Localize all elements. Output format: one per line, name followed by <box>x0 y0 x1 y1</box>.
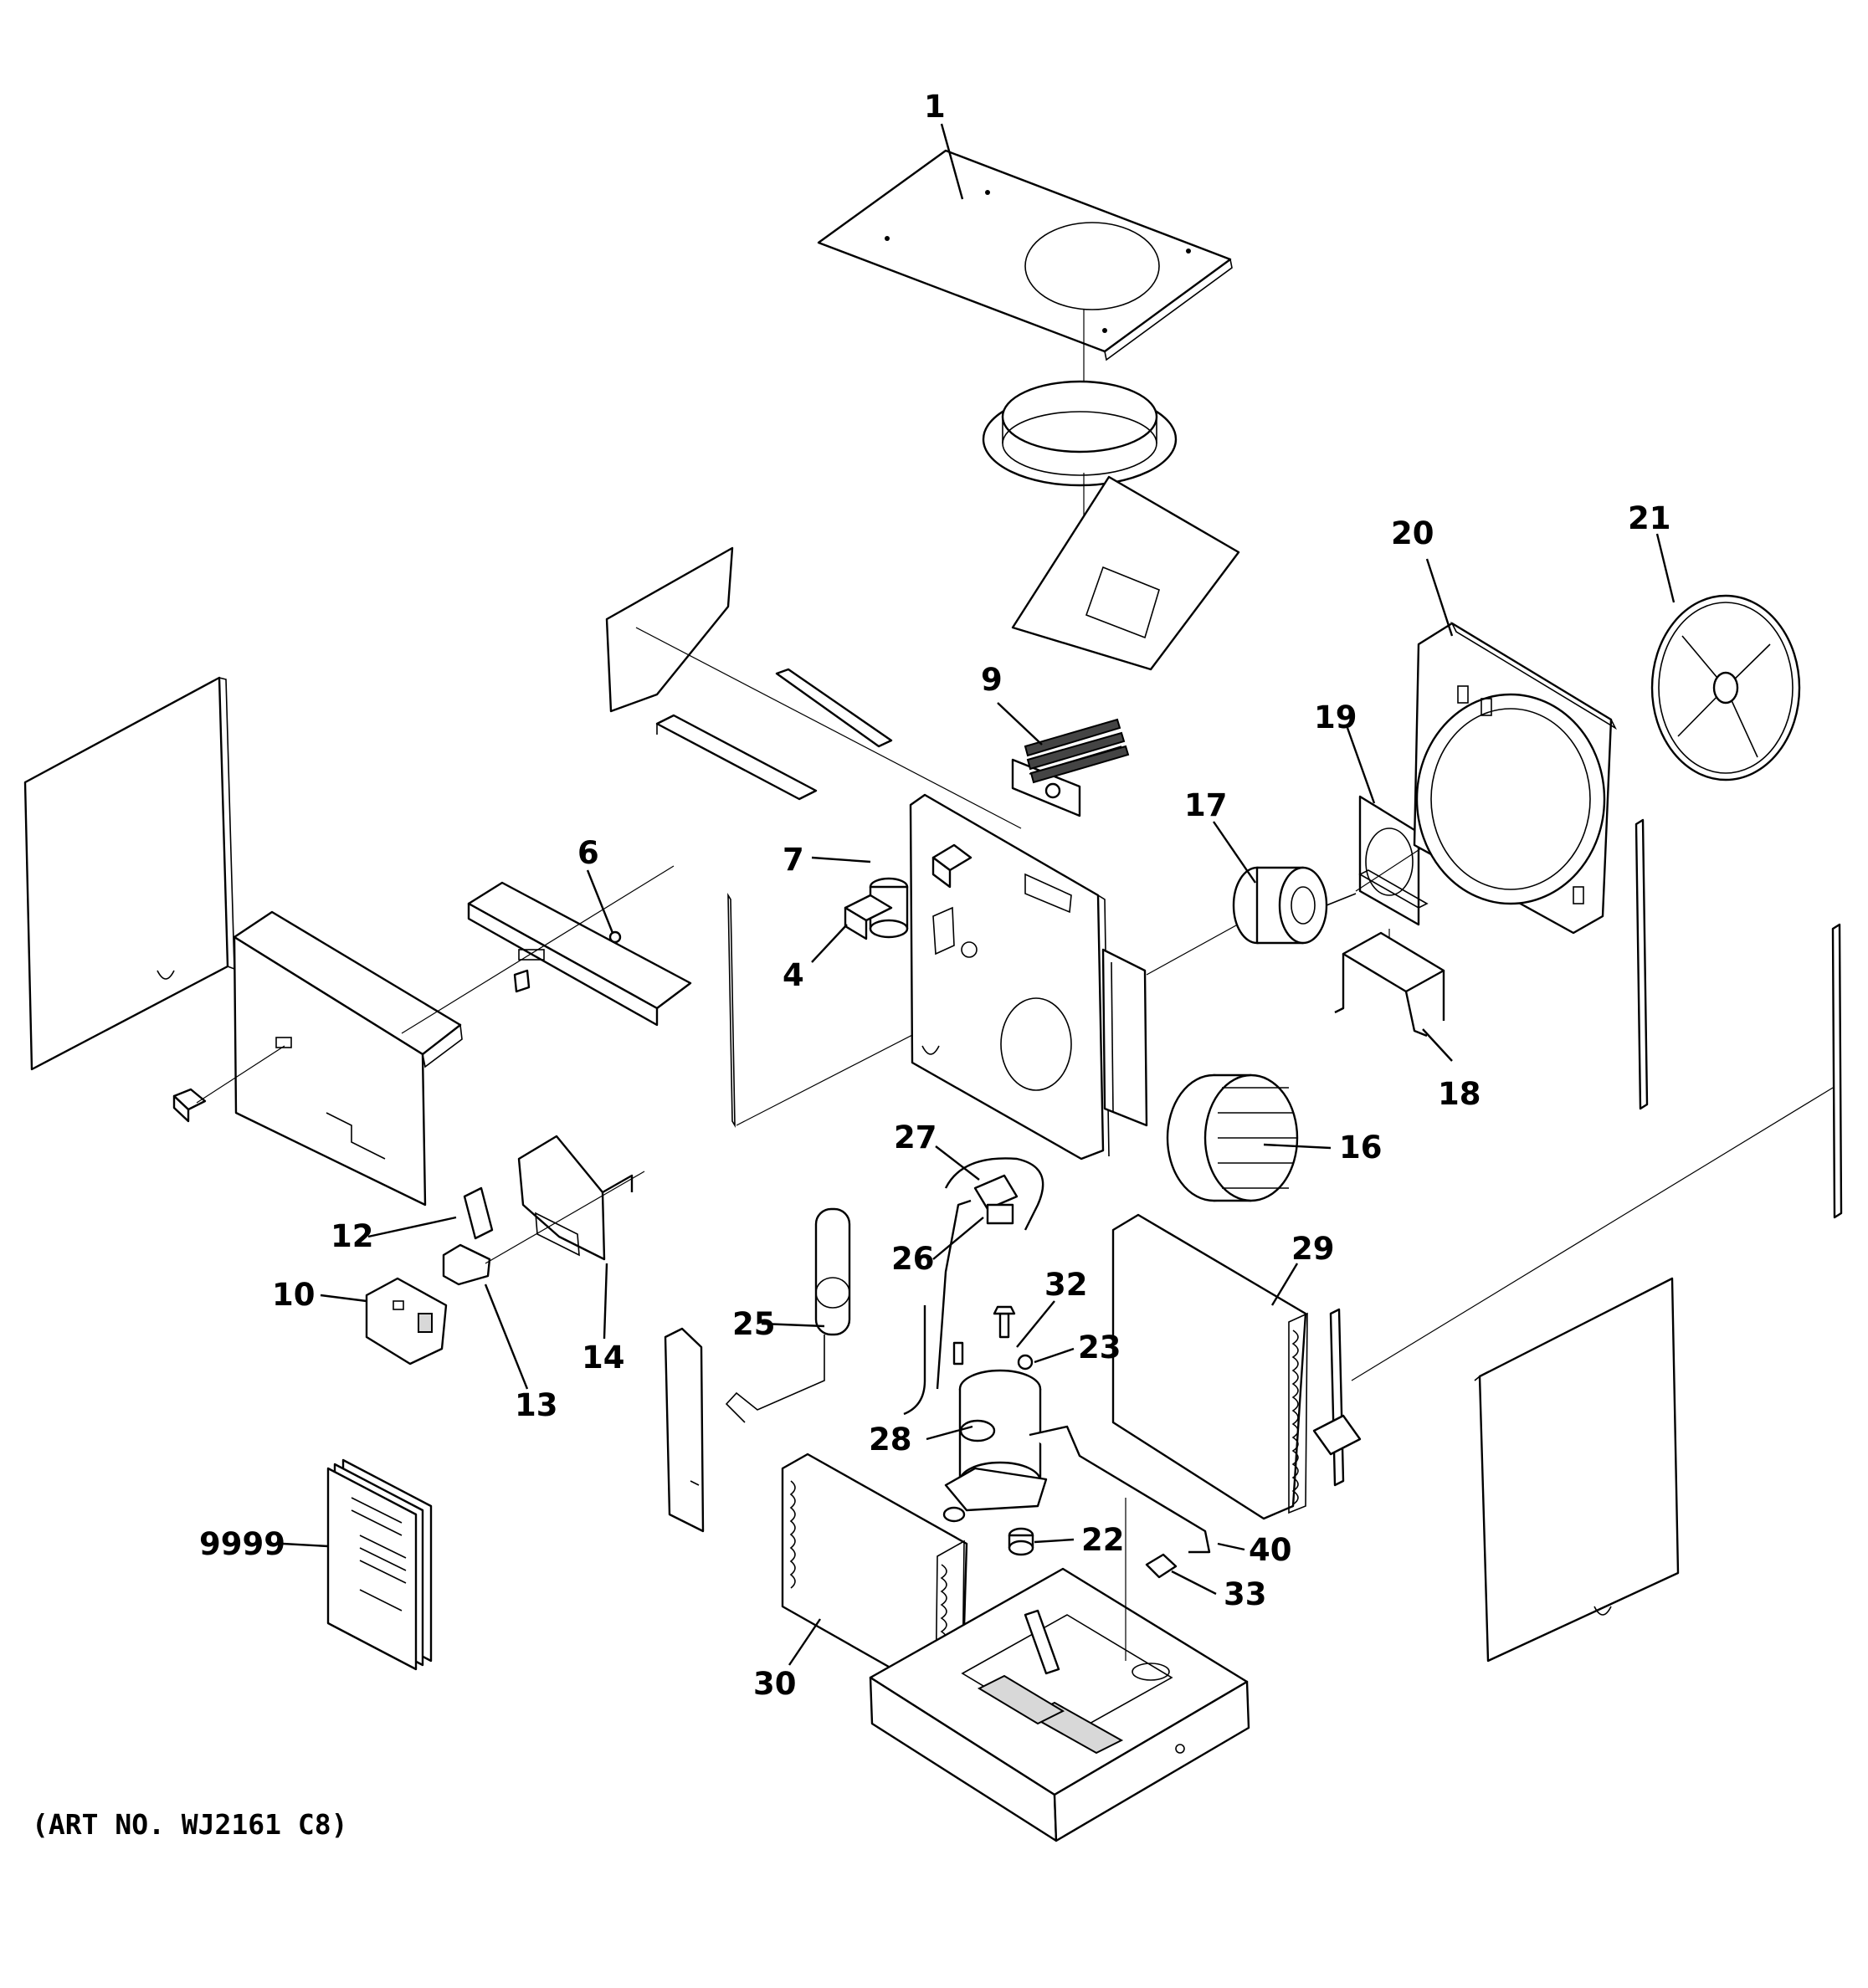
part-26-27-valve-tubing <box>903 1157 1044 1416</box>
callout-33: 33 <box>1224 1576 1267 1612</box>
callout-18: 18 <box>1438 1076 1481 1112</box>
callout-9: 9 <box>981 662 1003 698</box>
part-small-connector <box>172 1088 207 1123</box>
callout-labels: 1 9 6 7 4 17 19 20 21 18 16 27 26 29 32 … <box>199 89 1671 1702</box>
callout-6: 6 <box>577 835 599 871</box>
part-17-fan-motor <box>1232 866 1357 945</box>
part-4-switch <box>844 894 893 940</box>
part-29-evaporator-coil <box>1111 1213 1308 1520</box>
part-side-gasket-strip <box>1101 948 1148 1127</box>
part-32-screw <box>952 1305 1016 1365</box>
part-16-blower-wheel <box>1166 1073 1299 1202</box>
callout-14: 14 <box>582 1340 625 1376</box>
part-10-control-board <box>365 1277 448 1365</box>
callout-16: 16 <box>1339 1130 1383 1166</box>
part-33-sensor <box>1145 1553 1178 1579</box>
callout-10: 10 <box>272 1277 316 1313</box>
callout-20: 20 <box>1391 515 1434 551</box>
part-20-fan-shroud <box>1413 621 1617 935</box>
callout-21: 21 <box>1628 500 1671 536</box>
part-left-side-panel <box>23 676 235 1071</box>
part-25-accumulator <box>725 1207 851 1423</box>
part-control-box-cover <box>233 910 463 1207</box>
callout-22: 22 <box>1081 1522 1125 1558</box>
leader-lines <box>282 123 1676 1666</box>
art-number: (ART NO. WJ2161 C8) <box>32 1808 348 1841</box>
part-18-bracket <box>1334 931 1445 1038</box>
part-19-motor-mount <box>1358 795 1429 926</box>
part-top-rail <box>655 668 893 801</box>
part-center-bulkhead <box>909 793 1110 1161</box>
callout-19: 19 <box>1314 699 1357 735</box>
part-upper-left-panel <box>605 546 734 713</box>
part-28-compressor <box>944 1369 1048 1512</box>
part-9999-manual <box>326 1458 433 1671</box>
part-23-screw <box>1017 1354 1034 1371</box>
callout-26: 26 <box>891 1241 935 1277</box>
callout-30: 30 <box>753 1666 797 1702</box>
callout-40: 40 <box>1249 1532 1292 1568</box>
part-coil-bracket <box>1312 1308 1362 1487</box>
callout-12: 12 <box>331 1218 374 1254</box>
part-14-bracket <box>517 1135 634 1261</box>
callout-29: 29 <box>1291 1231 1335 1267</box>
callout-25: 25 <box>732 1306 776 1342</box>
part-relay-box <box>931 843 972 889</box>
part-22-grommet <box>942 1506 1034 1556</box>
part-1-top-cover <box>817 149 1233 361</box>
part-21-fan-blade <box>1650 594 1801 781</box>
part-collar-ring <box>982 380 1178 487</box>
part-right-vertical-strip <box>1634 818 1843 1219</box>
callout-7: 7 <box>783 842 804 878</box>
callout-9999: 9999 <box>199 1526 285 1562</box>
part-9-heater-element <box>1011 718 1130 817</box>
part-right-side-panel <box>1474 1277 1680 1663</box>
part-6-bracket-rail <box>467 881 692 1027</box>
callout-23: 23 <box>1078 1330 1121 1365</box>
callout-4: 4 <box>783 957 804 993</box>
part-base-pan <box>869 1567 1250 1842</box>
callout-13: 13 <box>515 1387 558 1423</box>
part-12-holder <box>463 1186 494 1240</box>
part-13-control <box>442 1243 491 1286</box>
callout-1: 1 <box>924 89 946 125</box>
callout-17: 17 <box>1184 787 1228 823</box>
part-duct-transition <box>1011 475 1240 671</box>
callout-28: 28 <box>869 1422 912 1458</box>
callout-27: 27 <box>894 1120 937 1155</box>
callout-32: 32 <box>1044 1267 1088 1303</box>
part-vertical-panel <box>664 1327 705 1533</box>
part-40-tube <box>1029 1425 1211 1554</box>
